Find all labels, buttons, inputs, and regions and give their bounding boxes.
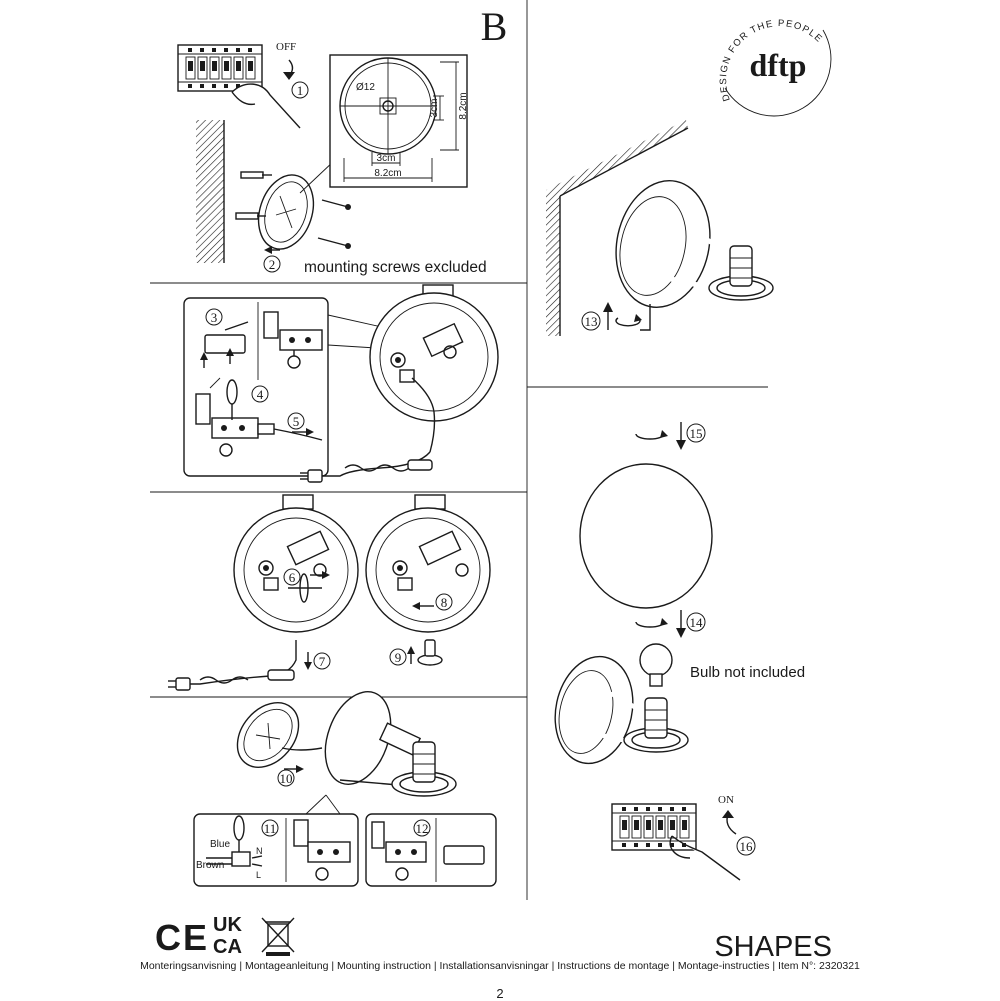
step-marker-12: 12	[413, 819, 431, 837]
svg-text:9: 9	[395, 650, 402, 665]
step-marker-2: 2	[263, 255, 281, 273]
plug-icon	[307, 469, 323, 483]
coiled-cable	[344, 464, 410, 472]
step-marker-8: 8	[435, 593, 453, 611]
cover-close-box	[365, 813, 497, 887]
dim-width-inner: 3cm	[377, 153, 396, 164]
section-letter: B	[481, 4, 508, 49]
page-number: 2	[496, 986, 504, 1001]
svg-text:4: 4	[257, 387, 264, 402]
svg-text:16: 16	[740, 839, 754, 854]
svg-text:6: 6	[289, 570, 296, 585]
lamp-mounted-body	[615, 179, 711, 309]
screws-icon	[317, 199, 351, 249]
wire-label-l: L	[256, 870, 261, 880]
instruction-line: Monteringsanvisning | Montageanleitung |…	[140, 960, 860, 972]
step-marker-6: 6	[283, 568, 301, 586]
hand-on-icon	[671, 835, 741, 881]
connector-cover	[204, 334, 246, 354]
ukca-mark-top: UK	[213, 914, 242, 936]
step-marker-13: 13	[581, 311, 601, 331]
brand-logo: DESIGN FOR THE PEOPLE dftp	[718, 18, 832, 117]
hand-off-icon	[231, 83, 301, 129]
step-marker-3: 3	[205, 308, 223, 326]
svg-text:12: 12	[416, 821, 429, 836]
bulb-icon	[639, 643, 673, 677]
ce-mark: CE	[155, 917, 209, 958]
wall-plugs-icon	[235, 171, 272, 220]
step-marker-15: 15	[686, 423, 706, 443]
svg-text:13: 13	[585, 314, 598, 329]
step-marker-16: 16	[736, 836, 756, 856]
panel-step-13: 13	[546, 120, 774, 336]
glass-shade	[579, 463, 713, 609]
certification-marks: CE UK CA	[155, 914, 295, 958]
wall-hatch	[196, 120, 224, 263]
panel-step-16: ON 16	[611, 794, 756, 881]
dim-width-outer: 8.2cm	[374, 168, 401, 179]
panel-steps-10-12: 10 Blue Brown N L 11 12	[193, 691, 497, 887]
inline-switch	[407, 459, 433, 471]
dimension-detail	[329, 54, 468, 188]
panel-steps-6-9: 6 8 7 9	[168, 494, 491, 691]
step-marker-9: 9	[389, 648, 407, 666]
wire-label-brown: Brown	[196, 860, 224, 871]
layout-dividers	[150, 0, 768, 900]
svg-text:8: 8	[441, 595, 448, 610]
svg-text:1: 1	[297, 83, 304, 98]
wire-label-blue: Blue	[210, 839, 230, 850]
label-mounting-screws: mounting screws excluded	[304, 259, 487, 276]
step-marker-11: 11	[261, 819, 279, 837]
dim-hole-diameter: Ø12	[356, 82, 375, 93]
step-marker-7: 7	[313, 652, 331, 670]
terminal-block	[279, 329, 323, 351]
plate-detached	[236, 702, 300, 768]
step-marker-1: 1	[291, 81, 309, 99]
label-bulb-not-included: Bulb not included	[690, 664, 805, 681]
label-off: OFF	[276, 41, 296, 53]
panel-steps-3-5: 3 4 5	[183, 284, 499, 483]
brand-logo-text: dftp	[750, 47, 807, 83]
backplate-round	[369, 292, 499, 422]
svg-text:7: 7	[319, 654, 326, 669]
ukca-mark-bottom: CA	[213, 936, 242, 958]
svg-text:5: 5	[293, 414, 300, 429]
allen-key-icon	[640, 304, 651, 331]
panel-steps-14-15: 15 14 Bulb not included	[554, 422, 805, 765]
lamp-body	[324, 691, 392, 785]
svg-text:15: 15	[690, 426, 703, 441]
terminal-block-lower	[211, 417, 259, 439]
dim-height-inner: 3cm	[429, 99, 440, 118]
backplate-right	[365, 507, 491, 633]
step-marker-10: 10	[277, 769, 295, 787]
panel-steps-1-2: OFF	[177, 41, 487, 276]
step-marker-4: 4	[251, 385, 269, 403]
mounting-plate	[257, 174, 315, 250]
dim-height-outer: 8.2cm	[458, 92, 469, 119]
step-marker-14: 14	[686, 612, 706, 632]
product-name: SHAPES	[714, 931, 832, 963]
svg-text:14: 14	[690, 615, 704, 630]
wire-label-n: N	[256, 846, 263, 856]
svg-text:10: 10	[280, 771, 293, 786]
svg-text:2: 2	[269, 257, 276, 272]
svg-text:3: 3	[211, 310, 218, 325]
wall-corner-hatch	[546, 120, 688, 336]
step-marker-5: 5	[287, 412, 305, 430]
svg-text:11: 11	[264, 821, 277, 836]
crossed-bin-icon	[261, 917, 295, 956]
label-on: ON	[718, 794, 734, 806]
